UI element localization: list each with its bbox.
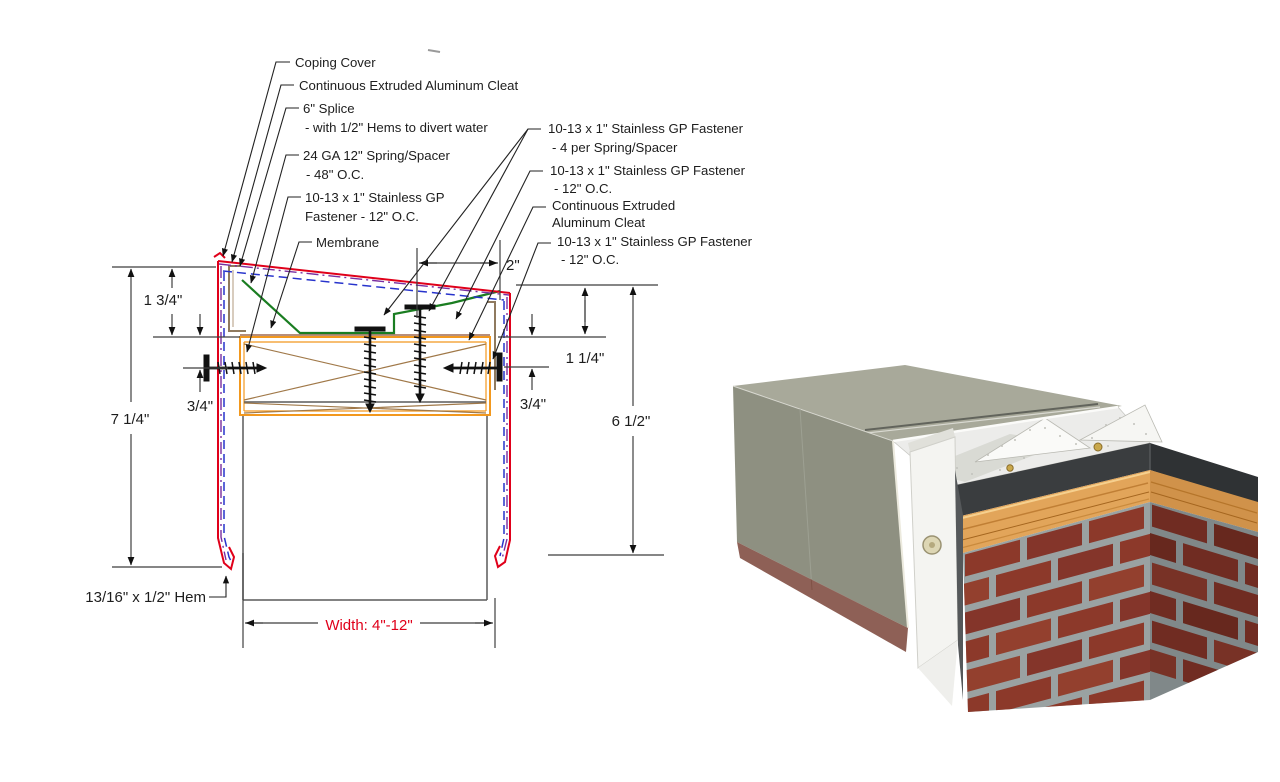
wood-band-return [1150,470,1258,532]
cleat-top-fold [908,428,955,452]
dimension-right-fastener: 3/4" [520,314,546,413]
brick-face-return [1150,502,1258,700]
dim-6-1-2: 6 1/2" [612,413,651,430]
membrane-dash-line [218,263,510,561]
stray-mark [427,49,441,53]
dimension-face-width: 2" [419,257,520,274]
label-fastener-spring: 10-13 x 1" Stainless GP Fastener [548,121,744,136]
wood-band-front [957,470,1151,553]
wood-blocking [239,334,491,416]
labels-left: Coping Cover Continuous Extruded Aluminu… [221,55,519,353]
aluminum-cleat-left [228,265,246,332]
dimension-top-left: 1 3/4" [144,268,183,336]
coping-seam [864,403,1099,431]
label-splice: 6" Splice [303,101,355,116]
dim-2: 2" [506,257,520,274]
cleat-3d [908,428,963,706]
spring-spacer-3d [892,404,1163,488]
label-membrane: Membrane [316,235,379,250]
membrane-behind-cleat [955,470,963,700]
membrane-band-front [947,443,1150,517]
label-fastener-right-b2: - 12" O.C. [561,252,619,267]
label-cleat-right-2: Aluminum Cleat [552,215,645,230]
label-fastener-right-a2: - 12" O.C. [554,181,612,196]
label-cleat-left: Continuous Extruded Aluminum Cleat [299,78,519,93]
coping-front-face [732,385,909,629]
dim-3-4-left: 3/4" [187,398,213,415]
dim-1-3-4: 1 3/4" [144,292,183,309]
fastener-vertical-1 [354,326,386,414]
label-splice-2: - with 1/2" Hems to divert water [305,120,488,135]
dim-7-1-4: 7 1/4" [111,411,150,428]
spring-fastener-screw [1093,442,1103,452]
label-coping-cover: Coping Cover [295,55,376,70]
cleat-lower-flap [918,640,958,706]
dimension-right-overall: 6 1/2" [612,286,651,554]
dim-width-range: Width: 4"-12" [325,617,412,634]
brick-shadow-base [737,542,908,652]
spring-spacer-profile [241,279,501,335]
coping-seam-highlight [866,406,1101,434]
render-3d [732,365,1258,712]
hem-label: 13/16" x 1/2" Hem [85,589,206,606]
section-drawing: 7 1/4" 1 3/4" 3/4" 2" 1 1/4" 3/4" [85,49,753,648]
label-fastener-left: 10-13 x 1" Stainless GP [305,190,445,205]
fastener-horizontal-right [442,352,503,382]
dim-3-4-right: 3/4" [520,396,546,413]
label-fastener-right-a: 10-13 x 1" Stainless GP Fastener [550,163,746,178]
hem-callout: 13/16" x 1/2" Hem [85,575,230,606]
label-fastener-spring-2: - 4 per Spring/Spacer [552,140,678,155]
brick-face-front [963,502,1150,712]
dimension-width: Width: 4"-12" [245,617,493,634]
spring-fastener-screw-2 [1006,464,1014,472]
dim-1-1-4: 1 1/4" [566,350,605,367]
coping-edge-highlight [892,405,1119,443]
fastener-vertical-2 [404,304,436,404]
dimension-left-overall: 7 1/4" [111,268,150,566]
dimension-left-fastener: 3/4" [187,314,213,415]
membrane-band-return [1150,443,1258,505]
coping-top-face [733,365,1122,441]
labels-right: 10-13 x 1" Stainless GP Fastener - 4 per… [383,121,753,360]
label-fastener-left-2: Fastener - 12" O.C. [305,209,419,224]
label-fastener-right-b: 10-13 x 1" Stainless GP Fastener [557,234,753,249]
label-spring-spacer-2: - 48" O.C. [306,167,364,182]
aluminum-cleat-right [487,301,496,390]
coping-outline [213,251,511,571]
dimension-right-top: 1 1/4" [566,287,605,367]
label-spring-spacer: 24 GA 12" Spring/Spacer [303,148,451,163]
cleat-fastener-button-center [929,542,935,548]
label-cleat-right: Continuous Extruded [552,198,675,213]
splice-underlayment-line [222,270,505,562]
wall-below [242,415,488,601]
extension-lines [112,240,664,648]
